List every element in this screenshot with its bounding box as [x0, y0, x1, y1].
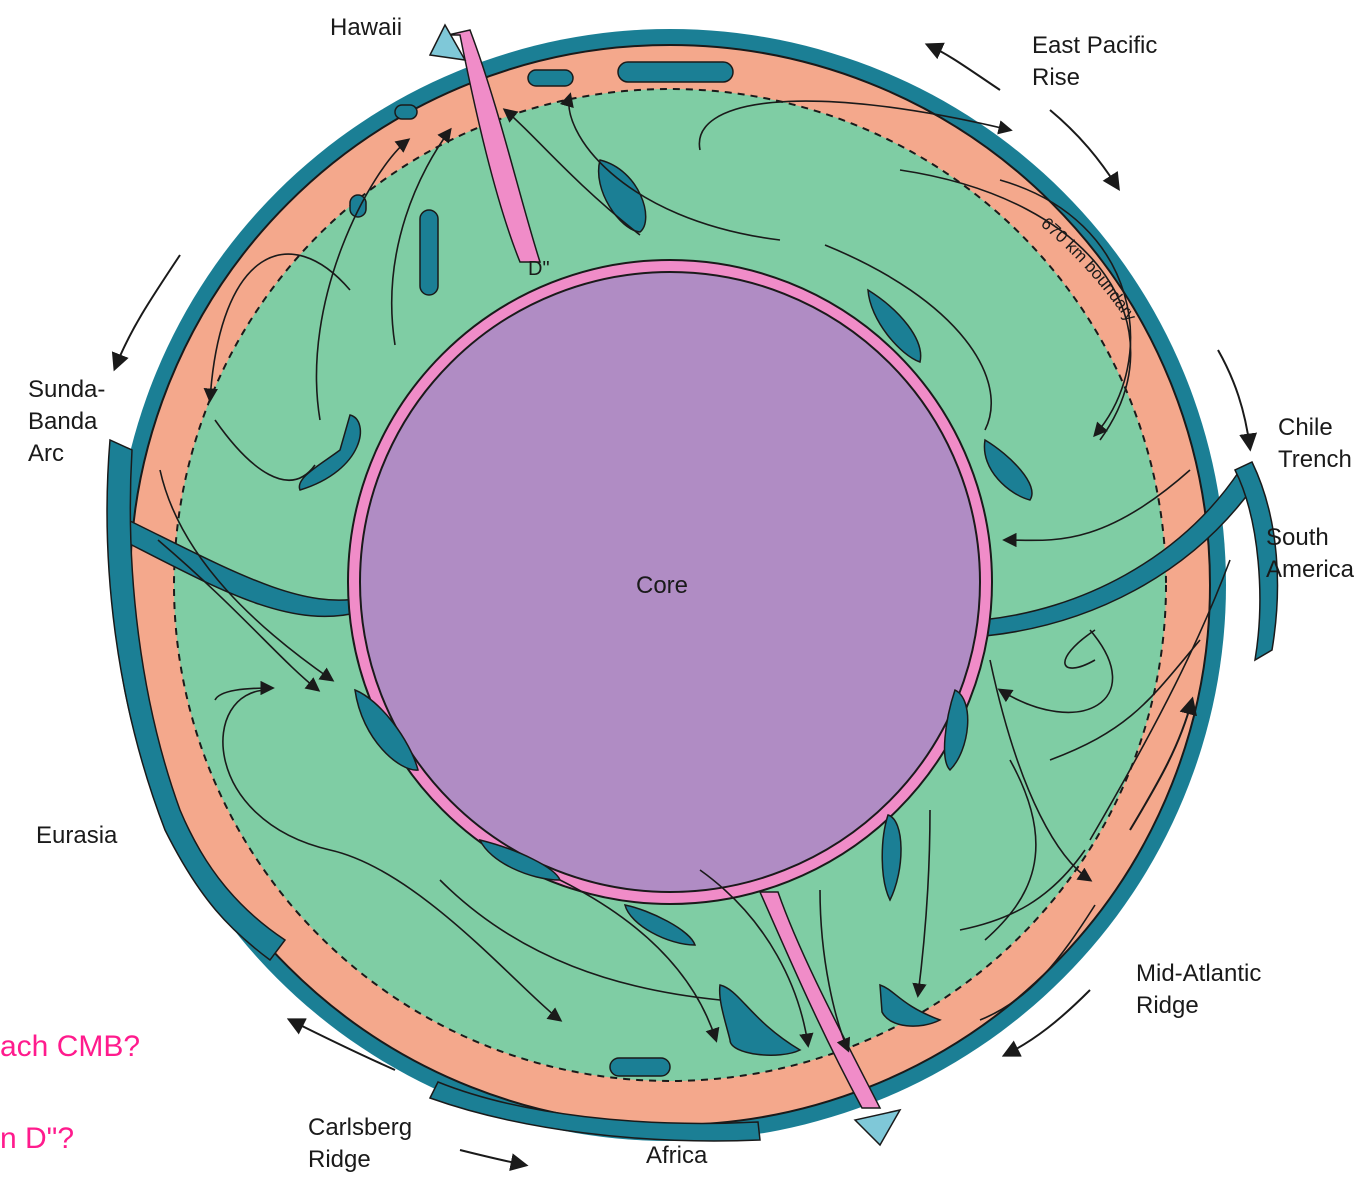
label-carlsberg-ridge: Carlsberg Ridge: [308, 1112, 412, 1176]
africa-hotspot: [855, 1110, 900, 1145]
label-east-pacific-rise: East Pacific Rise: [1032, 30, 1157, 94]
label-mid-atlantic-ridge: Mid-Atlantic Ridge: [1136, 958, 1261, 1022]
label-south-america: South America: [1266, 522, 1354, 586]
label-core: Core: [636, 572, 688, 600]
label-africa: Africa: [646, 1140, 707, 1172]
label-chile-trench: Chile Trench: [1278, 412, 1352, 476]
label-sunda-banda-arc: Sunda- Banda Arc: [28, 374, 105, 470]
label-d-double-prime: D": [528, 258, 550, 281]
label-hawaii: Hawaii: [330, 12, 402, 44]
question-d-double-prime: n D"?: [0, 1122, 74, 1156]
hawaii-hotspot: [430, 25, 465, 60]
question-cmb: ach CMB?: [0, 1030, 140, 1064]
label-eurasia: Eurasia: [36, 820, 117, 852]
